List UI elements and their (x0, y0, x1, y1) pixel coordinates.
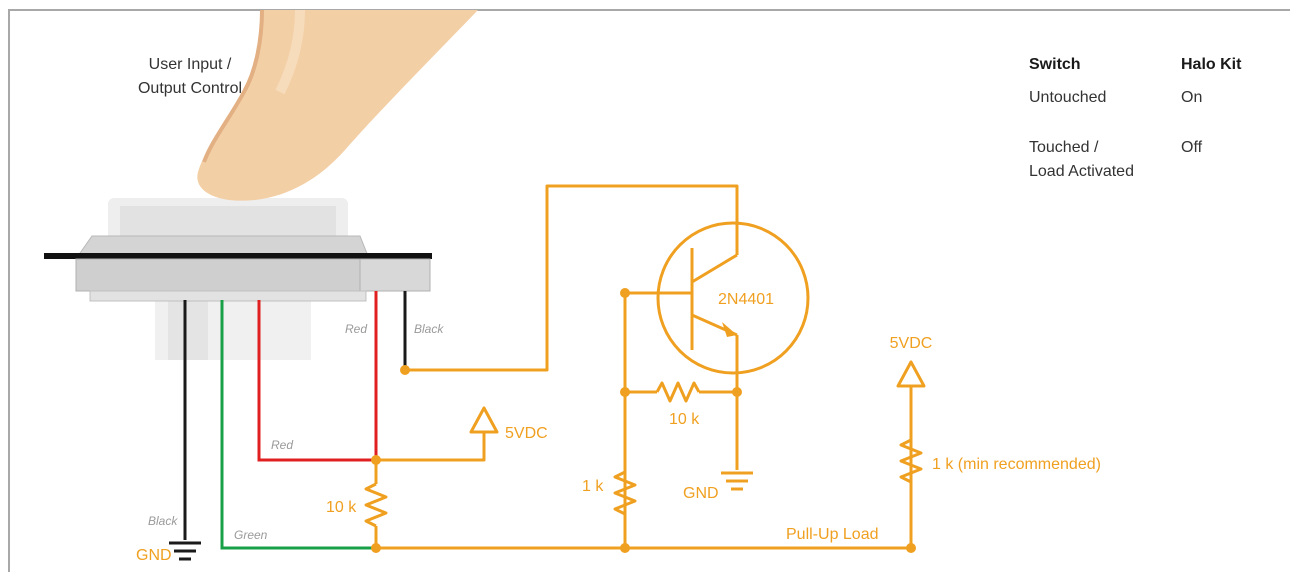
wire-green (220, 300, 376, 550)
emitter-arrow-icon (722, 322, 737, 337)
diagram-frame (8, 9, 1290, 572)
wire-label-black: Black (148, 514, 178, 528)
resistor-icon (364, 482, 388, 528)
table-cell-halo: Off (1181, 139, 1203, 156)
truth-table: Switch Halo Kit Untouched On Touched / L… (1029, 56, 1242, 180)
supply-arrow-icon (896, 360, 926, 388)
supply-label: 5VDC (890, 335, 933, 352)
switch-icon (44, 198, 432, 360)
finger-icon (197, 9, 478, 201)
resistor-icon (613, 470, 637, 516)
table-cell-halo: On (1181, 89, 1202, 106)
supply-label: 5VDC (505, 425, 548, 442)
table-cell-switch: Load Activated (1029, 163, 1134, 180)
table-header-switch: Switch (1029, 56, 1081, 73)
resistor-icon (655, 381, 701, 403)
table-cell-switch: Touched / (1029, 139, 1099, 156)
resistor-label: 1 k (min recommended) (932, 456, 1101, 473)
caption-line-2: Output Control (138, 80, 242, 97)
table-cell-switch: Untouched (1029, 89, 1106, 106)
resistor-label: 1 k (582, 478, 604, 495)
ground-label: GND (683, 485, 719, 502)
wire-label-green: Green (234, 528, 268, 542)
ground-icon (169, 541, 201, 561)
resistor-label: 10 k (326, 499, 357, 516)
ground-label: GND (136, 547, 172, 564)
switch-wires (183, 291, 407, 550)
ground-icon (721, 471, 753, 491)
table-header-halo-kit: Halo Kit (1181, 56, 1242, 73)
resistor-icon (899, 438, 923, 484)
load-label: Pull-Up Load (786, 526, 879, 543)
supply-arrow-icon (469, 406, 499, 434)
wire-label-black: Black (414, 322, 444, 336)
wire-label-red: Red (345, 322, 367, 336)
caption-line-1: User Input / (149, 56, 232, 73)
wire-label-red: Red (271, 438, 293, 452)
circuit-junctions (371, 288, 916, 553)
wire-output-to-base (405, 184, 739, 372)
npn-transistor-icon (656, 221, 810, 375)
resistor-label: 10 k (669, 411, 700, 428)
circuit (364, 184, 923, 550)
wire-red-inner (257, 300, 376, 462)
transistor-label: 2N4401 (718, 291, 774, 308)
